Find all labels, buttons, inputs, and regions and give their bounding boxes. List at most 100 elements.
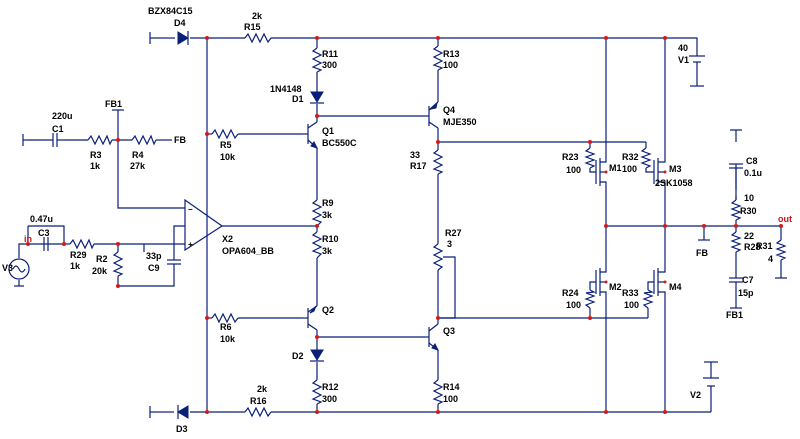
label-r31: R31: [756, 241, 773, 251]
resistor-r27: [432, 243, 444, 271]
resistor-r12: [311, 379, 323, 405]
label-r15: R15: [244, 22, 261, 32]
label-r11-val: 300: [322, 60, 337, 70]
diodes: [177, 31, 324, 419]
label-r13: R13: [443, 49, 460, 59]
wires: [18, 37, 782, 413]
capacitor-c8: [729, 163, 743, 200]
component-labels: BZX84C15 D4 2k R15 R11 300 1N4148 D1 R13…: [2, 6, 792, 434]
label-c3-val: 0.47u: [30, 214, 53, 224]
label-r24: R24: [562, 288, 579, 298]
label-d1-type: 1N4148: [270, 84, 302, 94]
label-r28-val: 22: [744, 231, 754, 241]
junction-nodes: [26, 36, 783, 414]
mosfet-m1: [595, 152, 607, 190]
diode-d1: [310, 91, 324, 103]
label-r17: R17: [410, 161, 427, 171]
label-q1: Q1: [322, 126, 334, 136]
label-r29-val: 1k: [70, 261, 81, 271]
label-r13-val: 100: [443, 60, 458, 70]
resistor-r2: [112, 251, 124, 277]
resistor-r33: [642, 289, 655, 309]
label-x2-type: OPA604_BB: [222, 246, 274, 256]
label-r30: R30: [740, 206, 757, 216]
label-r31-val: 4: [768, 254, 773, 264]
label-c8-val: 0.1u: [744, 168, 762, 178]
label-r12-val: 300: [322, 394, 337, 404]
label-r33: R33: [622, 288, 639, 298]
label-r29: R29: [70, 250, 87, 260]
label-r4: R4: [132, 150, 144, 160]
label-r27: R27: [445, 228, 462, 238]
label-r27-val: 3: [447, 239, 452, 249]
mosfet-m2: [595, 262, 607, 300]
label-d1: D1: [292, 94, 304, 104]
label-r16: R16: [250, 396, 267, 406]
label-r9: R9: [322, 198, 334, 208]
resistor-r10: [311, 231, 323, 259]
label-c9: C9: [148, 263, 160, 273]
capacitor-c3: [43, 237, 49, 251]
label-r2: R2: [96, 254, 108, 264]
resistor-r14: [432, 379, 444, 405]
resistors: [69, 32, 787, 418]
capacitor-c7: [729, 277, 743, 298]
label-r28: R28: [744, 242, 761, 252]
label-r30-val: 10: [744, 193, 754, 203]
label-d4-type: BZX84C15: [148, 6, 193, 16]
label-r12: R12: [322, 382, 339, 392]
label-v2: V2: [690, 390, 701, 400]
label-r33-val: 100: [624, 300, 639, 310]
label-out: out: [778, 214, 792, 224]
resistor-r31: [775, 239, 787, 261]
label-m3: M3: [669, 164, 682, 174]
resistor-r24: [584, 289, 597, 309]
label-r10: R10: [322, 234, 339, 244]
transistor-q1: [302, 121, 318, 149]
label-r11: R11: [322, 49, 338, 59]
resistor-r3: [87, 134, 113, 146]
label-r17-val: 33: [410, 150, 420, 160]
resistor-r23: [584, 147, 596, 169]
label-r6-val: 10k: [220, 334, 236, 344]
label-x2: X2: [222, 234, 233, 244]
capacitors: [43, 133, 743, 298]
label-fb-left: FB: [174, 135, 186, 145]
label-r24-val: 100: [566, 300, 581, 310]
voltage-sources: [8, 48, 719, 396]
resistor-r11: [311, 47, 323, 73]
svg-text:−: −: [188, 205, 193, 214]
resistor-r30: [730, 199, 742, 221]
label-r23: R23: [562, 152, 579, 162]
opamp-x2: − +: [184, 198, 224, 252]
label-r5-val: 10k: [220, 152, 236, 162]
label-m4: M4: [669, 282, 682, 292]
capacitor-c1: [52, 133, 63, 147]
label-c9-val: 33p: [146, 251, 162, 261]
label-r15-val: 2k: [252, 11, 263, 21]
resistor-r15: [244, 32, 272, 44]
resistor-r4: [131, 134, 157, 146]
resistor-r29: [69, 238, 95, 250]
label-in: in: [24, 234, 32, 244]
diode-d3: [177, 405, 189, 419]
label-c3: C3: [38, 228, 50, 238]
label-d3: D3: [176, 424, 188, 434]
label-r32: R32: [622, 152, 639, 162]
label-c8: C8: [746, 156, 758, 166]
source-v2: [703, 372, 719, 396]
label-d4: D4: [174, 18, 186, 28]
label-v1-val: 40: [678, 43, 688, 53]
resistor-r9: [311, 199, 323, 227]
label-v3: V3: [2, 263, 13, 273]
label-r6: R6: [220, 322, 232, 332]
label-v1: V1: [678, 55, 689, 65]
source-v1: [689, 48, 705, 72]
label-q4-type: MJE350: [443, 117, 477, 127]
label-q4: Q4: [443, 105, 455, 115]
transistors: [302, 101, 439, 351]
label-r9-val: 3k: [322, 210, 333, 220]
resistor-r5: [211, 128, 239, 140]
label-m3-type: 2SK1058: [655, 178, 693, 188]
